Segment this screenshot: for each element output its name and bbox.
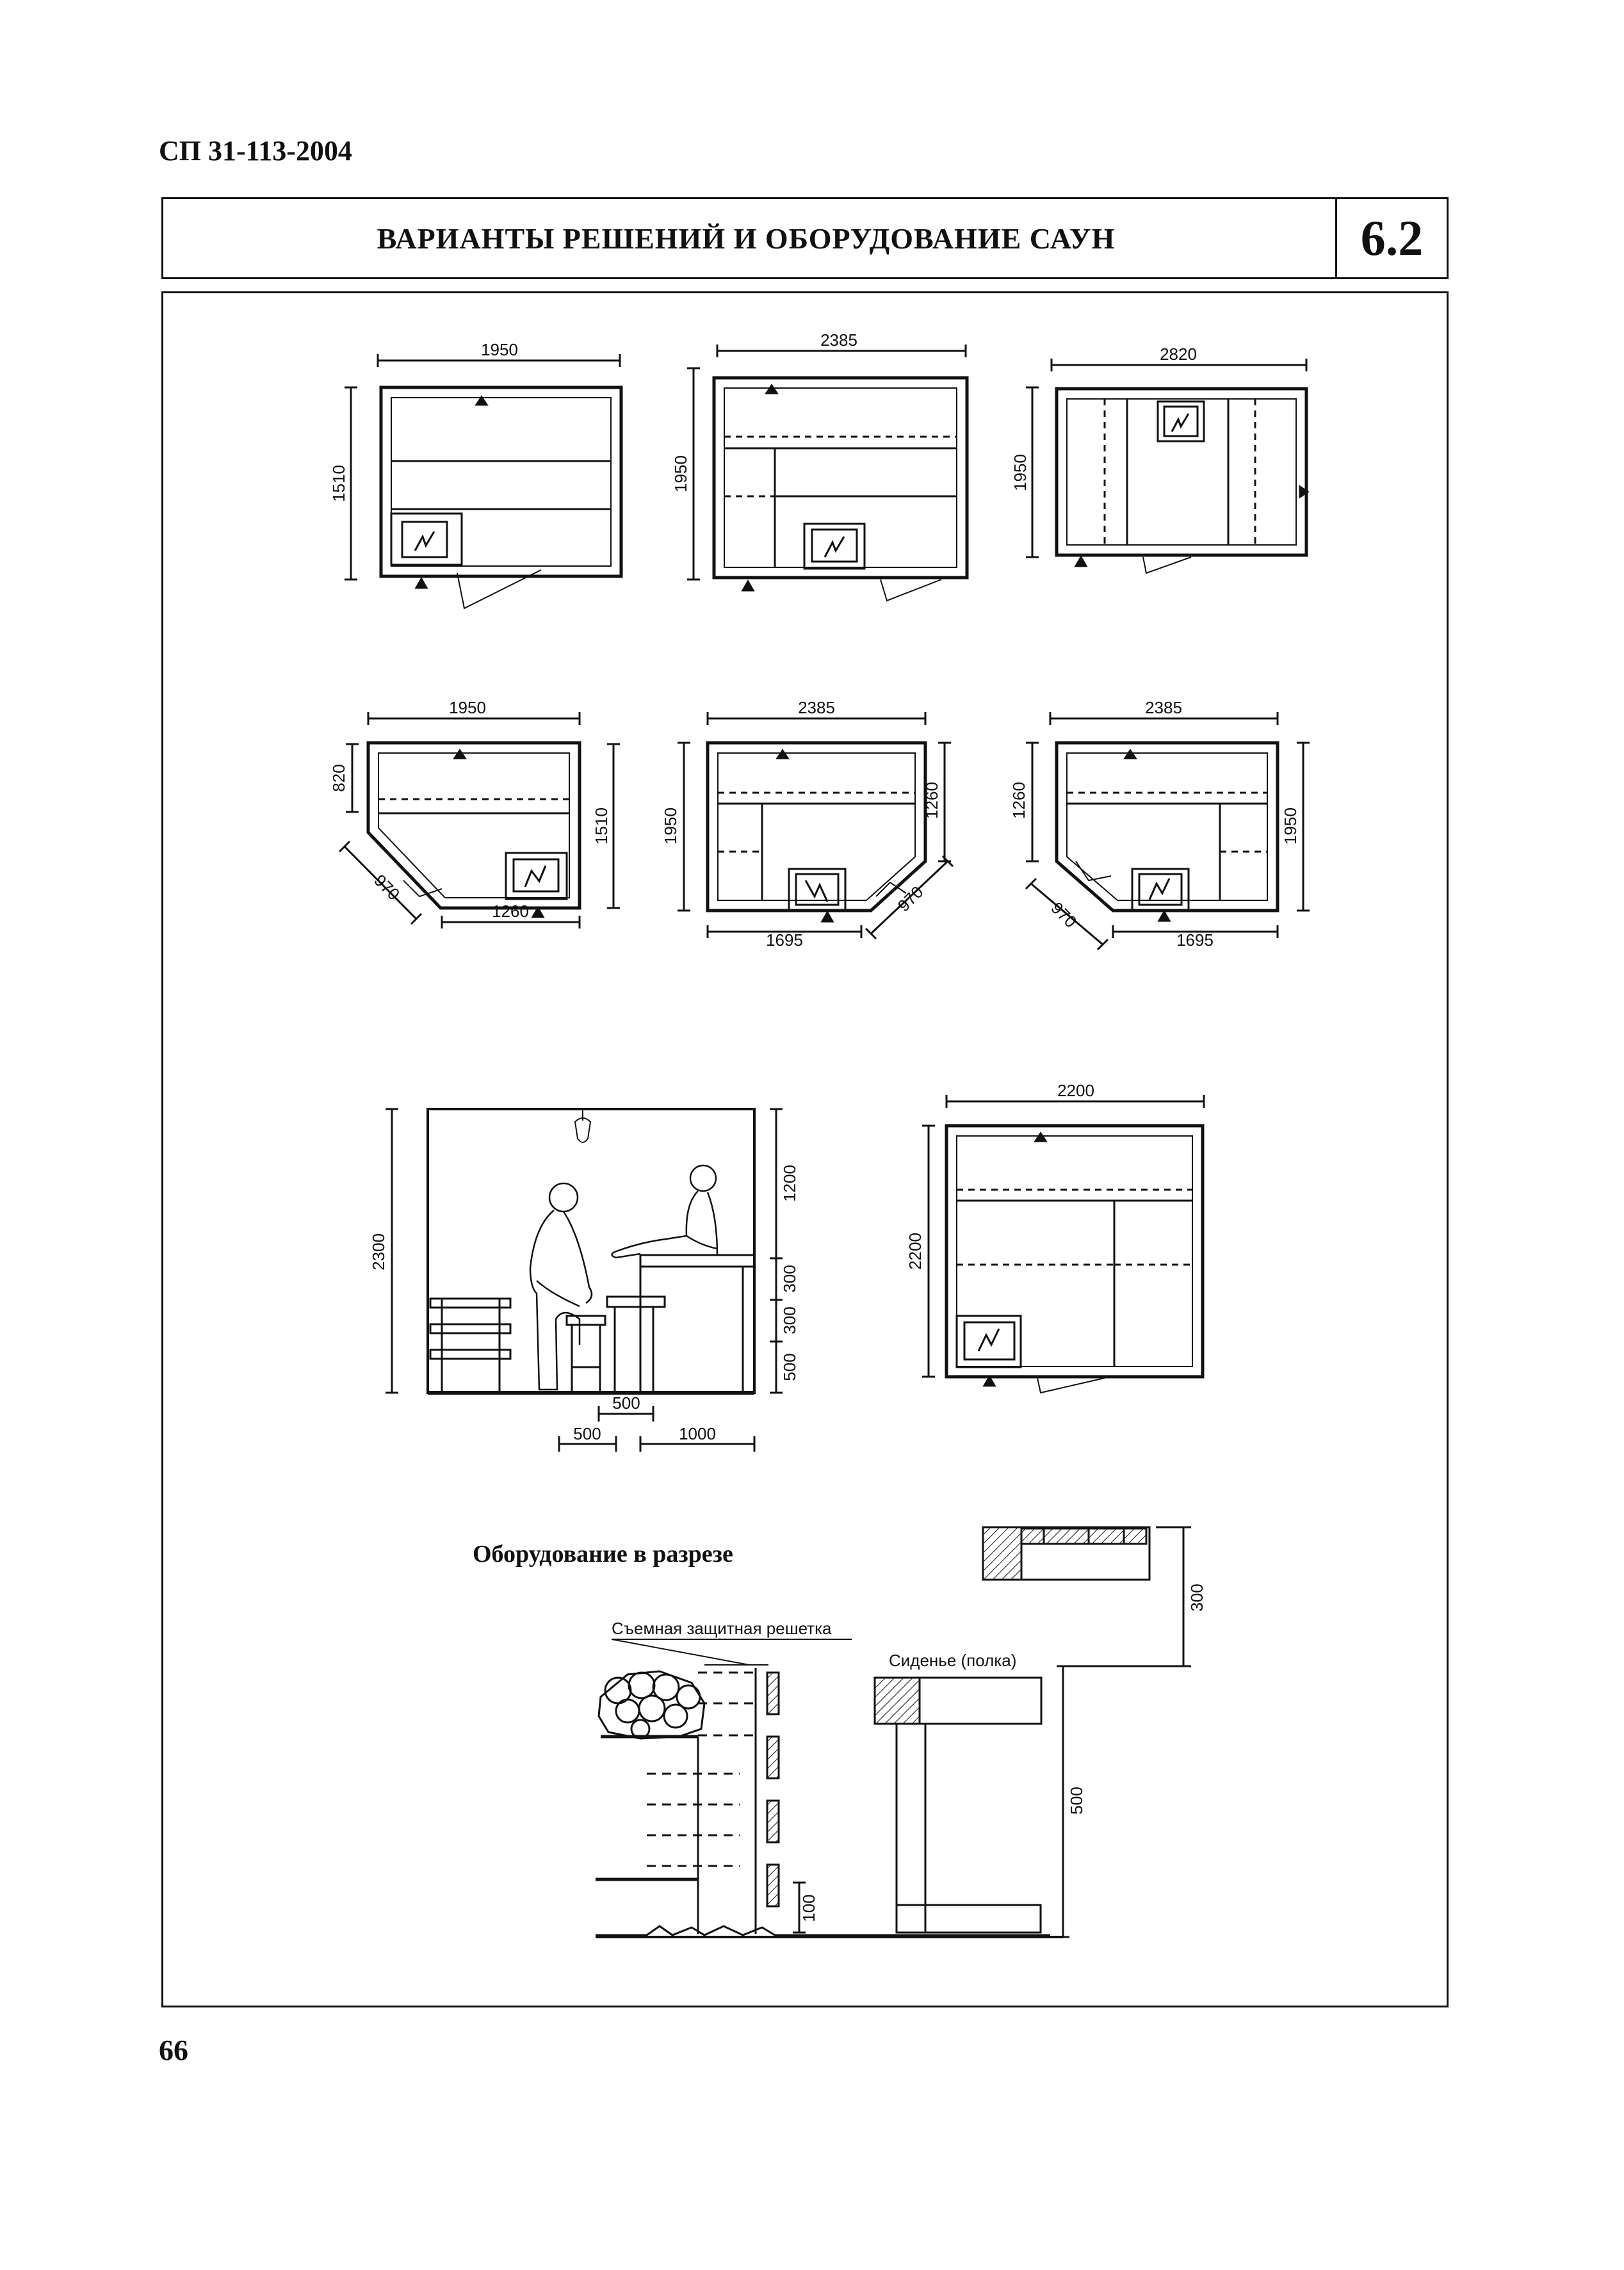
document-code: СП 31-113-2004 [159,135,352,166]
section-bottom-left: 500 [573,1424,601,1443]
plan3-depth: 1950 [1011,454,1030,491]
grille-label: Съемная защитная решетка [612,1619,832,1638]
plan-3 [1026,359,1310,574]
plan4-depth-left: 820 [329,764,348,791]
seat-label: Сиденье (полка) [889,1651,1016,1670]
plan7-width: 2200 [1057,1081,1094,1100]
plan-5 [678,712,954,940]
plan5-depth-left: 1950 [661,807,680,845]
plan-6 [1025,712,1310,951]
plan4-depth-right: 1510 [592,807,611,845]
plan6-depth-left: 1260 [1009,782,1028,819]
drawing-area [161,291,1449,2007]
equip-dim-300: 300 [1187,1584,1206,1611]
equip-dim-100: 100 [799,1894,818,1922]
plan6-diagonal: 970 [1047,898,1080,932]
plan1-depth: 1510 [329,465,348,502]
plan4-width: 1950 [449,698,486,717]
plan6-width: 2385 [1145,698,1182,717]
plan-2 [687,345,969,602]
page-number: 66 [159,2034,188,2066]
plan4-bottom: 1260 [492,902,529,921]
plan6-depth-right: 1950 [1281,807,1300,845]
plan2-width: 2385 [820,330,857,350]
section-number: 6.2 [1360,210,1424,266]
header-separator [1335,199,1337,277]
header-title: ВАРИАНТЫ РЕШЕНИЙ И ОБОРУДОВАНИЕ САУН [377,222,1116,255]
plan5-bottom: 1695 [766,930,803,950]
plan1-width: 1950 [481,340,518,359]
equip-dim-500: 500 [1067,1787,1086,1814]
plan7-depth: 2200 [905,1233,925,1270]
plan-4 [338,712,620,928]
plan2-depth: 1950 [671,455,690,492]
plan-1 [345,354,623,610]
plan5-depth-right: 1260 [922,782,941,819]
header-frame: ВАРИАНТЫ РЕШЕНИЙ И ОБОРУДОВАНИЕ САУН 6.2 [161,197,1449,279]
section-mid1: 300 [780,1265,799,1292]
equipment-section [596,1526,1191,1938]
section-step: 500 [612,1393,640,1413]
section-height: 2300 [369,1233,388,1270]
plan3-width: 2820 [1160,345,1197,364]
plan4-diagonal: 970 [370,871,403,904]
sauna-section [386,1108,783,1452]
section-bottom-right: 1000 [679,1424,716,1443]
section-upper: 1200 [780,1165,799,1202]
section-mid2: 300 [780,1306,799,1334]
plan-7 [922,1095,1205,1394]
section-lower: 500 [780,1353,799,1381]
plan5-width: 2385 [798,698,835,717]
plan6-bottom: 1695 [1176,930,1214,950]
equipment-title: Оборудование в разрезе [473,1541,733,1568]
